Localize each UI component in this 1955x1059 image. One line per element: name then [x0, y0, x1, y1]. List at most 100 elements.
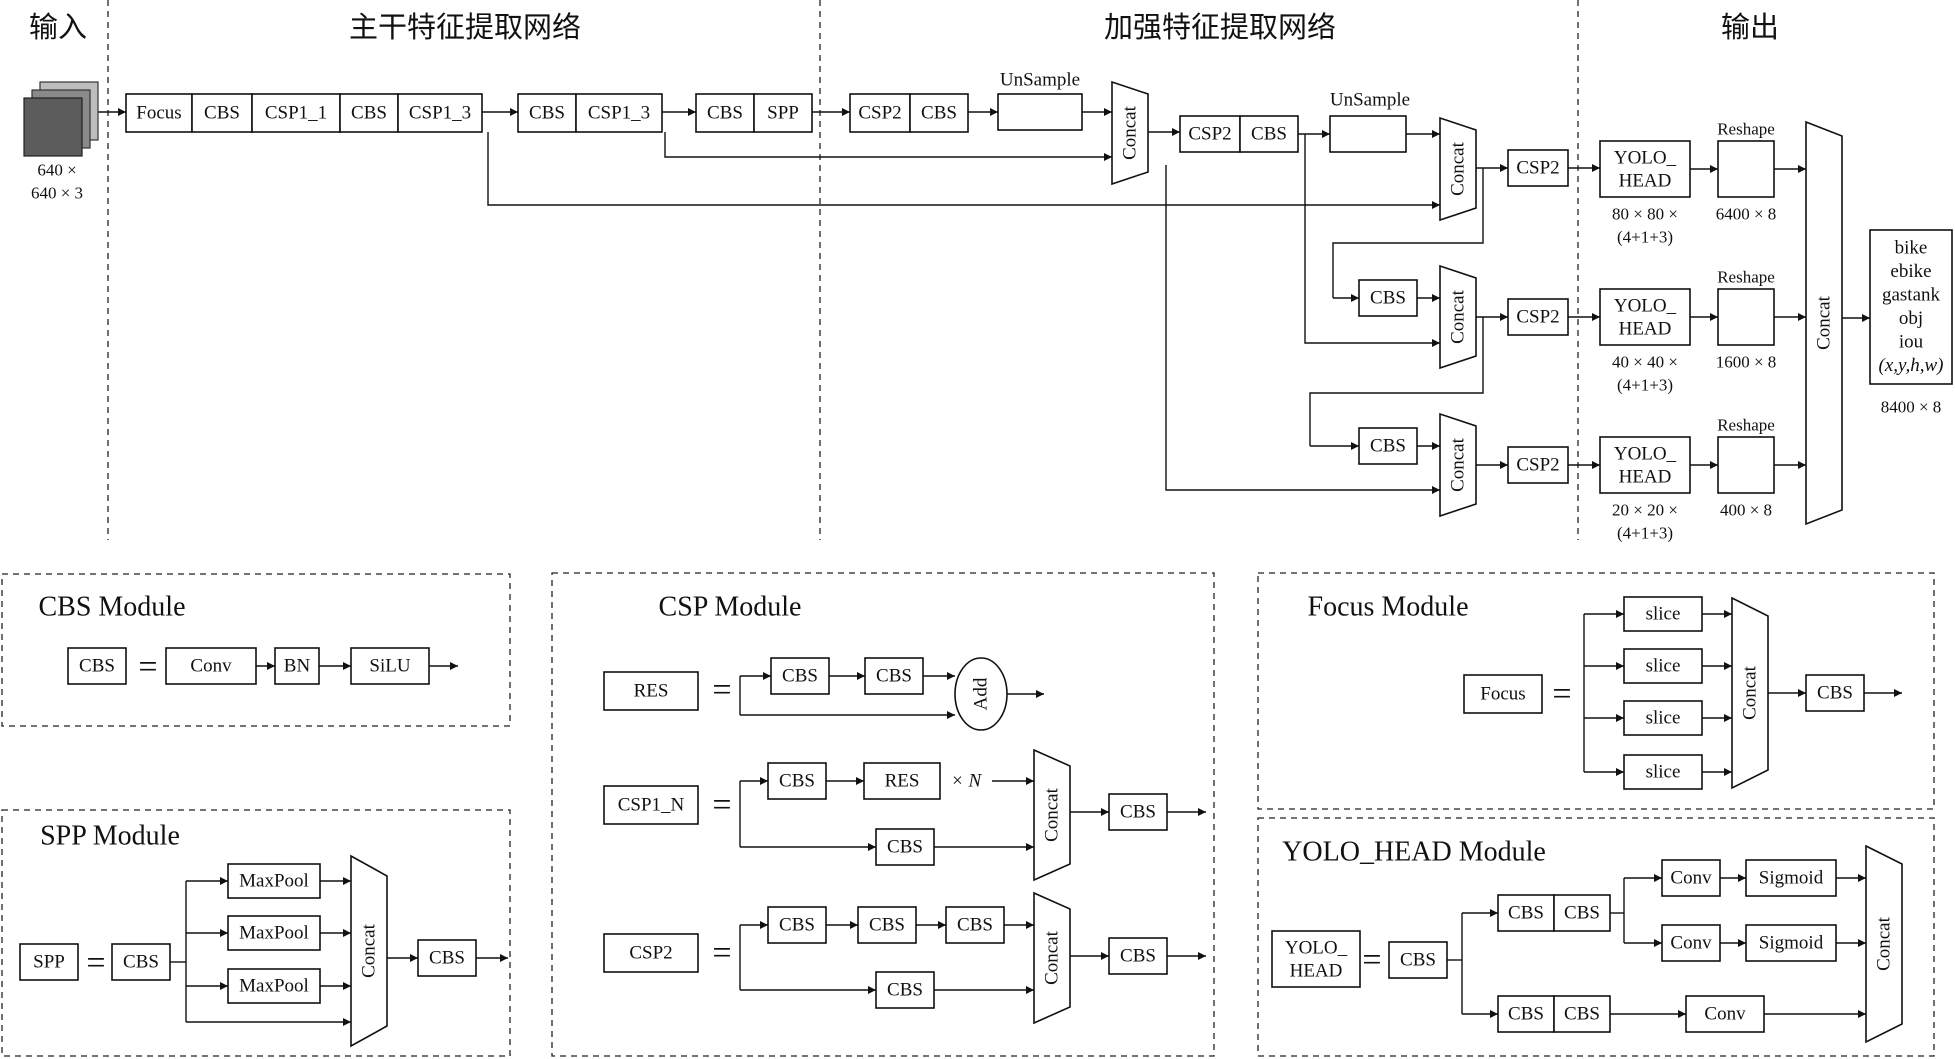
neck-csp2-5-label: CSP2	[1516, 455, 1559, 476]
neck-concat-2-label: Concat	[1448, 141, 1469, 196]
focus-module-title: Focus Module	[1308, 592, 1469, 623]
backbone-spp-label: SPP	[767, 103, 799, 124]
csp1n-res-label: RES	[885, 771, 920, 792]
reshape-3-box	[1717, 436, 1775, 494]
neck-cbs-3-box	[1358, 279, 1418, 317]
section-input-title: 输入	[29, 11, 87, 44]
spp-module-maxpool-1-box	[227, 863, 321, 899]
yolohead-module-concat-label: Concat	[1874, 916, 1895, 971]
neck-csp2-1-label: CSP2	[858, 103, 901, 124]
equals-sign: =	[712, 787, 731, 824]
yolohead-conv-3-label: Conv	[1704, 1004, 1746, 1025]
csp2-cbs-3-box	[945, 906, 1005, 944]
equals-sign: =	[712, 672, 731, 709]
yolohead-module-input-label-1: YOLO_	[1285, 938, 1348, 959]
backbone-cbs-1-box	[191, 93, 253, 133]
yolo-head-1-box	[1599, 140, 1691, 198]
equals-sign: =	[1552, 676, 1571, 713]
focus-slice-2-box	[1623, 648, 1703, 684]
csp2-cbs-4-box	[875, 971, 935, 1009]
yolo-head-2-dims-2: (4+1+3)	[1617, 376, 1673, 395]
spp-module-concat	[350, 854, 388, 1048]
yolohead-cbs-b2-box	[1553, 995, 1611, 1033]
yolo-head-2-label-2: HEAD	[1619, 319, 1672, 340]
yolo-head-2-dims-1: 40 × 40 ×	[1612, 353, 1678, 372]
cbs-module-cbs-box	[67, 647, 127, 685]
spp-module-maxpool-3-label: MaxPool	[239, 976, 309, 997]
reshape-2-title: Reshape	[1717, 268, 1775, 287]
focus-slice-3-label: slice	[1646, 708, 1681, 729]
csp1n-cbs-1-box	[767, 762, 827, 800]
csp-res-add	[954, 657, 1008, 731]
yolohead-sigmoid-2-box	[1745, 924, 1837, 962]
yolohead-cbs-b2-label: CBS	[1564, 1004, 1600, 1025]
yolohead-cbs-a1-label: CBS	[1508, 903, 1544, 924]
neck-cbs-4-box	[1358, 427, 1418, 465]
csp-module-res-box	[603, 671, 699, 711]
backbone-csp1-3-a-label: CSP1_3	[409, 103, 471, 124]
csp2-concat	[1033, 891, 1071, 1025]
section-neck-title: 加强特征提取网络	[1104, 11, 1336, 44]
yolohead-sigmoid-2-label: Sigmoid	[1759, 933, 1824, 954]
reshape-1-title: Reshape	[1717, 120, 1775, 139]
output-class-1: ebike	[1890, 261, 1931, 282]
backbone-cbs-1-label: CBS	[204, 103, 240, 124]
neck-csp2-2-label: CSP2	[1188, 124, 1231, 145]
csp-res-cbs-2-box	[864, 657, 924, 695]
backbone-cbs-3-label: CBS	[529, 103, 565, 124]
focus-slice-4-label: slice	[1646, 762, 1681, 783]
yolohead-conv-2-box	[1661, 924, 1721, 962]
neck-concat-3	[1439, 264, 1477, 370]
neck-csp2-5-box	[1507, 446, 1569, 484]
input-size-line1: 640 ×	[37, 161, 76, 180]
csp-module-csp1-n-box	[603, 785, 699, 825]
neck-cbs-4-label: CBS	[1370, 436, 1406, 457]
yolohead-module-cbs-box	[1388, 941, 1448, 979]
focus-slice-1-box	[1623, 596, 1703, 632]
csp2-cbs-4-label: CBS	[887, 980, 923, 1001]
csp-res-cbs-1-box	[770, 657, 830, 695]
backbone-csp1-3-b-label: CSP1_3	[588, 103, 650, 124]
yolo-head-3-label-2: HEAD	[1619, 467, 1672, 488]
csp2-cbs-3-label: CBS	[957, 915, 993, 936]
equals-sign: =	[712, 935, 731, 972]
yolo-head-1-dims-2: (4+1+3)	[1617, 228, 1673, 247]
output-class-3: obj	[1899, 308, 1923, 329]
neck-concat-4	[1439, 412, 1477, 518]
focus-module-cbs-out-box	[1805, 674, 1865, 712]
yolohead-module-input-label-2: HEAD	[1290, 961, 1343, 982]
csp1n-cbs-out-label: CBS	[1120, 802, 1156, 823]
yolohead-module-input-box	[1271, 930, 1361, 988]
yolo-head-3-label-1: YOLO_	[1614, 444, 1677, 465]
reshape-2-dims: 1600 × 8	[1716, 353, 1777, 372]
section-backbone-title: 主干特征提取网络	[349, 11, 581, 44]
reshape-1-box	[1717, 140, 1775, 198]
neck-concat-2	[1439, 116, 1477, 222]
spp-module-cbs-out-label: CBS	[429, 948, 465, 969]
focus-module-cbs-out-label: CBS	[1817, 683, 1853, 704]
yolohead-cbs-a1-box	[1497, 894, 1555, 932]
focus-slice-3-box	[1623, 700, 1703, 736]
output-class-0: bike	[1895, 238, 1928, 259]
csp1n-times-n: × N	[951, 771, 983, 792]
spp-module-cbs-out-box	[417, 939, 477, 977]
yolohead-cbs-a2-box	[1553, 894, 1611, 932]
spp-module-panel	[1, 809, 511, 1057]
yolo-head-3-dims-2: (4+1+3)	[1617, 524, 1673, 543]
reshape-2-box	[1717, 288, 1775, 346]
yolo-head-2-box	[1599, 288, 1691, 346]
csp1n-res-box	[863, 762, 941, 800]
csp-module-csp1-n-label: CSP1_N	[618, 795, 685, 816]
yolohead-module-concat	[1865, 844, 1903, 1044]
csp2-cbs-1-box	[767, 906, 827, 944]
csp1n-cbs-2-box	[875, 828, 935, 866]
csp-res-cbs-2-label: CBS	[876, 666, 912, 687]
neck-cbs-1-label: CBS	[921, 103, 957, 124]
equals-sign: =	[138, 649, 157, 686]
connections	[98, 0, 1902, 1026]
spp-module-title: SPP Module	[40, 821, 180, 852]
backbone-cbs-4-label: CBS	[707, 103, 743, 124]
csp2-concat-label: Concat	[1042, 930, 1063, 985]
backbone-csp1-1-label: CSP1_1	[265, 103, 327, 124]
csp-res-cbs-1-label: CBS	[782, 666, 818, 687]
